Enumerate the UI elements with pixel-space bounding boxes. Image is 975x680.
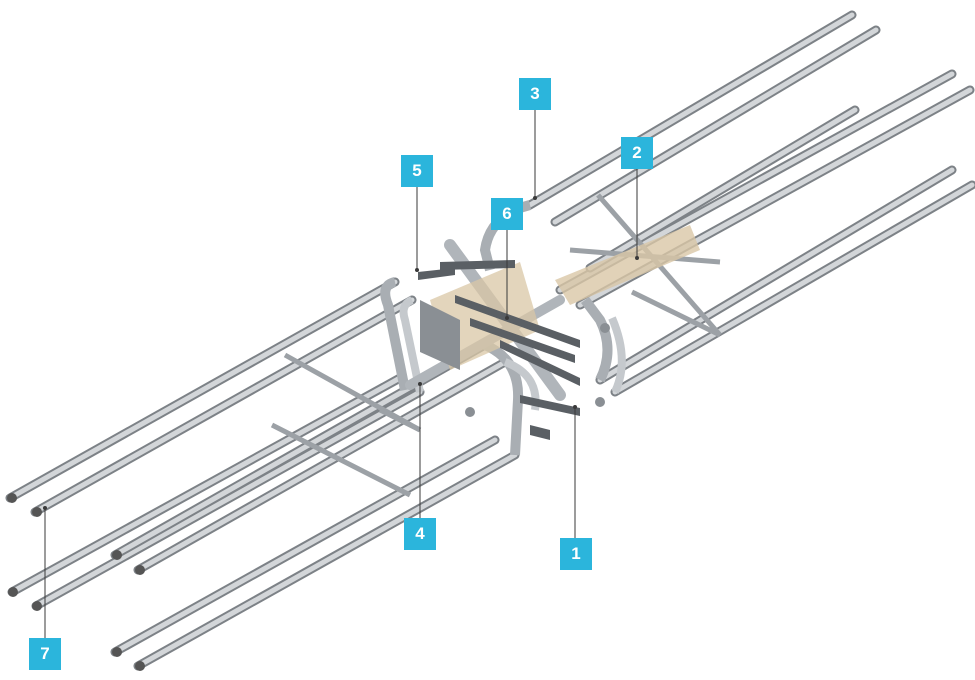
callout-2: 2 bbox=[621, 137, 653, 169]
callout-3: 3 bbox=[519, 78, 551, 110]
leader-dot-1 bbox=[573, 405, 577, 409]
steel-plate bbox=[520, 395, 580, 416]
steel-plate bbox=[418, 268, 455, 280]
steel-plate bbox=[455, 295, 580, 348]
rebar bbox=[9, 375, 403, 595]
callout-5: 5 bbox=[401, 155, 433, 187]
stirrup bbox=[378, 407, 422, 433]
bent-bar bbox=[608, 316, 626, 394]
rebar bbox=[7, 279, 398, 501]
rebar bbox=[135, 359, 508, 573]
rebar bbox=[135, 452, 518, 669]
callout-7: 7 bbox=[29, 638, 61, 670]
callout-label: 1 bbox=[571, 544, 581, 563]
bent-bar bbox=[581, 297, 613, 383]
rebar bbox=[33, 389, 423, 609]
steel-plate bbox=[500, 340, 580, 386]
callout-1: 1 bbox=[560, 538, 592, 570]
bar-end bbox=[112, 647, 122, 657]
bar-end bbox=[32, 601, 42, 611]
rebar bbox=[112, 437, 498, 655]
callout-label: 5 bbox=[412, 161, 422, 180]
leader-dot-3 bbox=[533, 196, 537, 200]
bar-end bbox=[465, 407, 475, 417]
callout-label: 4 bbox=[415, 524, 425, 543]
rebar bbox=[32, 297, 415, 515]
rebar bbox=[527, 12, 855, 208]
callout-6: 6 bbox=[491, 198, 523, 230]
bar-end bbox=[600, 323, 610, 333]
callout-label: 7 bbox=[40, 644, 50, 663]
callout-4: 4 bbox=[404, 518, 436, 550]
rebar bbox=[587, 107, 858, 271]
bent-bar bbox=[380, 277, 410, 391]
callout-label: 3 bbox=[530, 84, 540, 103]
bar-end bbox=[135, 565, 145, 575]
rebar bbox=[612, 182, 975, 395]
stirrup bbox=[630, 289, 722, 338]
callout-label: 2 bbox=[632, 143, 642, 162]
bar-end bbox=[595, 397, 605, 407]
bar-ends bbox=[7, 493, 145, 671]
rebar bbox=[597, 167, 955, 383]
leader-dot-4 bbox=[418, 382, 422, 386]
leader-dot-6 bbox=[505, 316, 509, 320]
connector-assembly bbox=[380, 200, 626, 456]
steel-plate bbox=[440, 260, 515, 270]
bar-end bbox=[135, 661, 145, 671]
left-cage bbox=[5, 277, 520, 671]
bar-end bbox=[112, 550, 122, 560]
right-cage bbox=[525, 10, 975, 397]
steel-plate bbox=[530, 425, 550, 440]
leader-dot-7 bbox=[43, 506, 47, 510]
callout-label: 6 bbox=[502, 204, 512, 223]
steel-plate bbox=[420, 300, 460, 370]
stirrup bbox=[270, 422, 412, 498]
leader-dot-5 bbox=[415, 268, 419, 272]
rebar bbox=[552, 27, 879, 225]
bar-end bbox=[7, 493, 17, 503]
insulation-block bbox=[555, 225, 700, 305]
bent-bar bbox=[399, 296, 424, 393]
leader-dot-2 bbox=[635, 256, 639, 260]
leader-lines bbox=[43, 110, 639, 638]
bar-end bbox=[8, 587, 18, 597]
bar-end bbox=[32, 507, 42, 517]
steel-plate bbox=[470, 318, 575, 363]
